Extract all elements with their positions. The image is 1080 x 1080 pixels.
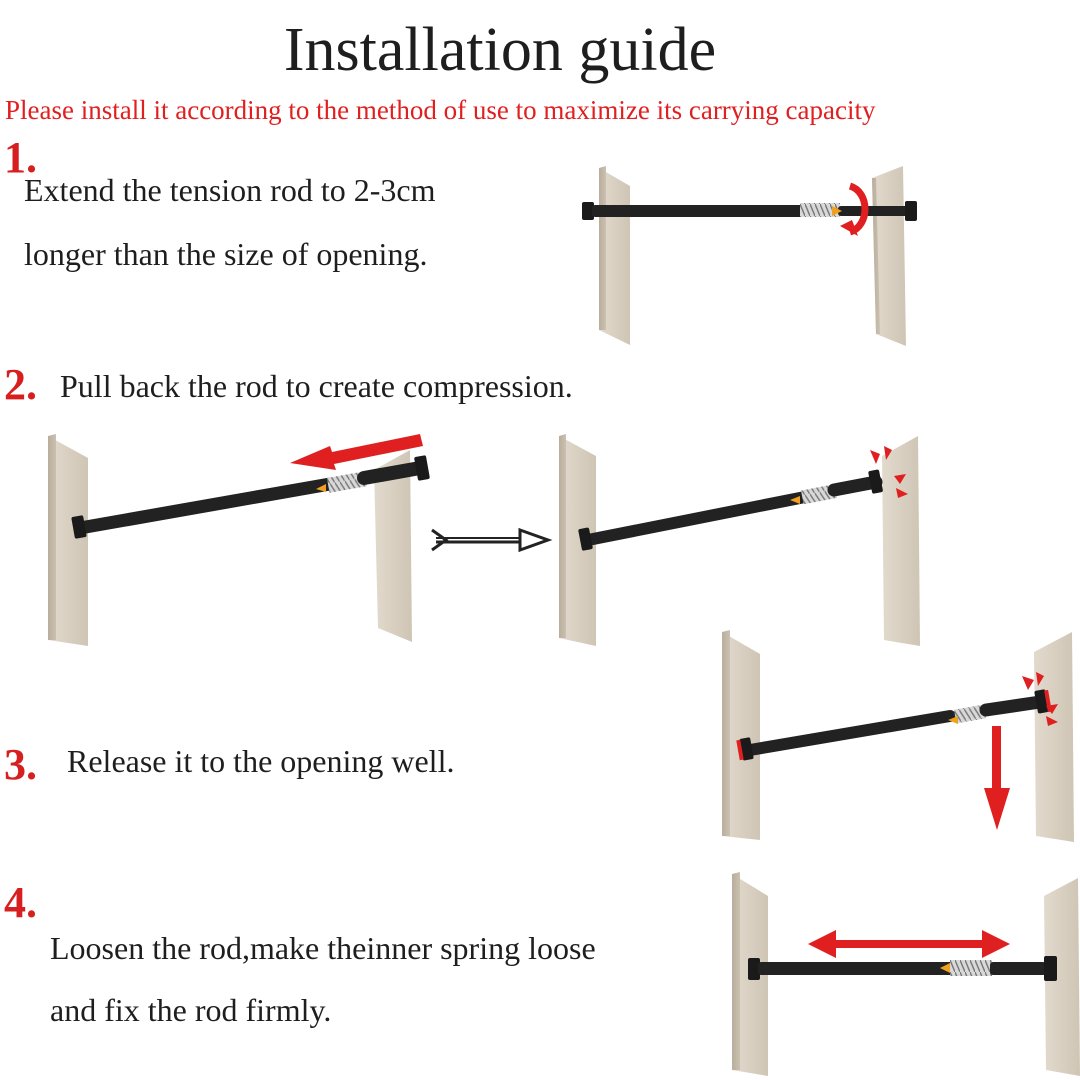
step-1-text-line-2: longer than the size of opening. bbox=[24, 236, 428, 272]
down-arrow-icon bbox=[984, 726, 1010, 830]
tension-rod bbox=[582, 201, 917, 221]
step-2-text: Pull back the rod to create compression. bbox=[60, 368, 573, 404]
wall-left bbox=[559, 434, 596, 646]
wall-left bbox=[48, 434, 88, 646]
tension-rod bbox=[578, 469, 883, 551]
tension-rod bbox=[736, 689, 1052, 761]
contact-burst-icon bbox=[1022, 672, 1058, 726]
step-3-text: Release it to the opening well. bbox=[67, 743, 455, 779]
step-1-text-line-1: Extend the tension rod to 2-3cm bbox=[24, 172, 436, 208]
step-2-illustration-before bbox=[48, 434, 430, 646]
next-step-arrow-icon bbox=[431, 527, 553, 553]
step-4-number: 4. bbox=[4, 878, 37, 927]
wall-right bbox=[1034, 632, 1074, 842]
tension-rod bbox=[748, 956, 1057, 981]
wall-right bbox=[374, 450, 412, 642]
step-2-number: 2. bbox=[4, 360, 37, 409]
wall-right bbox=[872, 166, 906, 346]
wall-right bbox=[882, 436, 920, 646]
double-arrow-icon bbox=[808, 930, 1010, 958]
wall-right bbox=[1044, 878, 1080, 1076]
step-1-number: 1. bbox=[4, 133, 37, 182]
page-title: Installation guide bbox=[283, 16, 717, 84]
step-3-number: 3. bbox=[4, 740, 37, 789]
tension-rod bbox=[71, 455, 430, 539]
rotate-arrow-icon bbox=[840, 182, 869, 236]
step-3-illustration bbox=[722, 630, 1074, 842]
contact-burst-icon bbox=[870, 446, 908, 498]
step-4-text-line-2: and fix the rod firmly. bbox=[50, 992, 332, 1028]
page-subtitle: Please install it according to the metho… bbox=[5, 95, 876, 125]
pull-left-arrow-icon bbox=[290, 434, 423, 470]
step-4-text-line-1: Loosen the rod,make theinner spring loos… bbox=[50, 930, 596, 966]
step-2-illustration-after bbox=[559, 434, 920, 646]
wall-left bbox=[599, 166, 630, 345]
wall-left bbox=[722, 630, 760, 840]
step-4-illustration bbox=[732, 872, 1080, 1076]
step-1-illustration bbox=[582, 166, 917, 346]
